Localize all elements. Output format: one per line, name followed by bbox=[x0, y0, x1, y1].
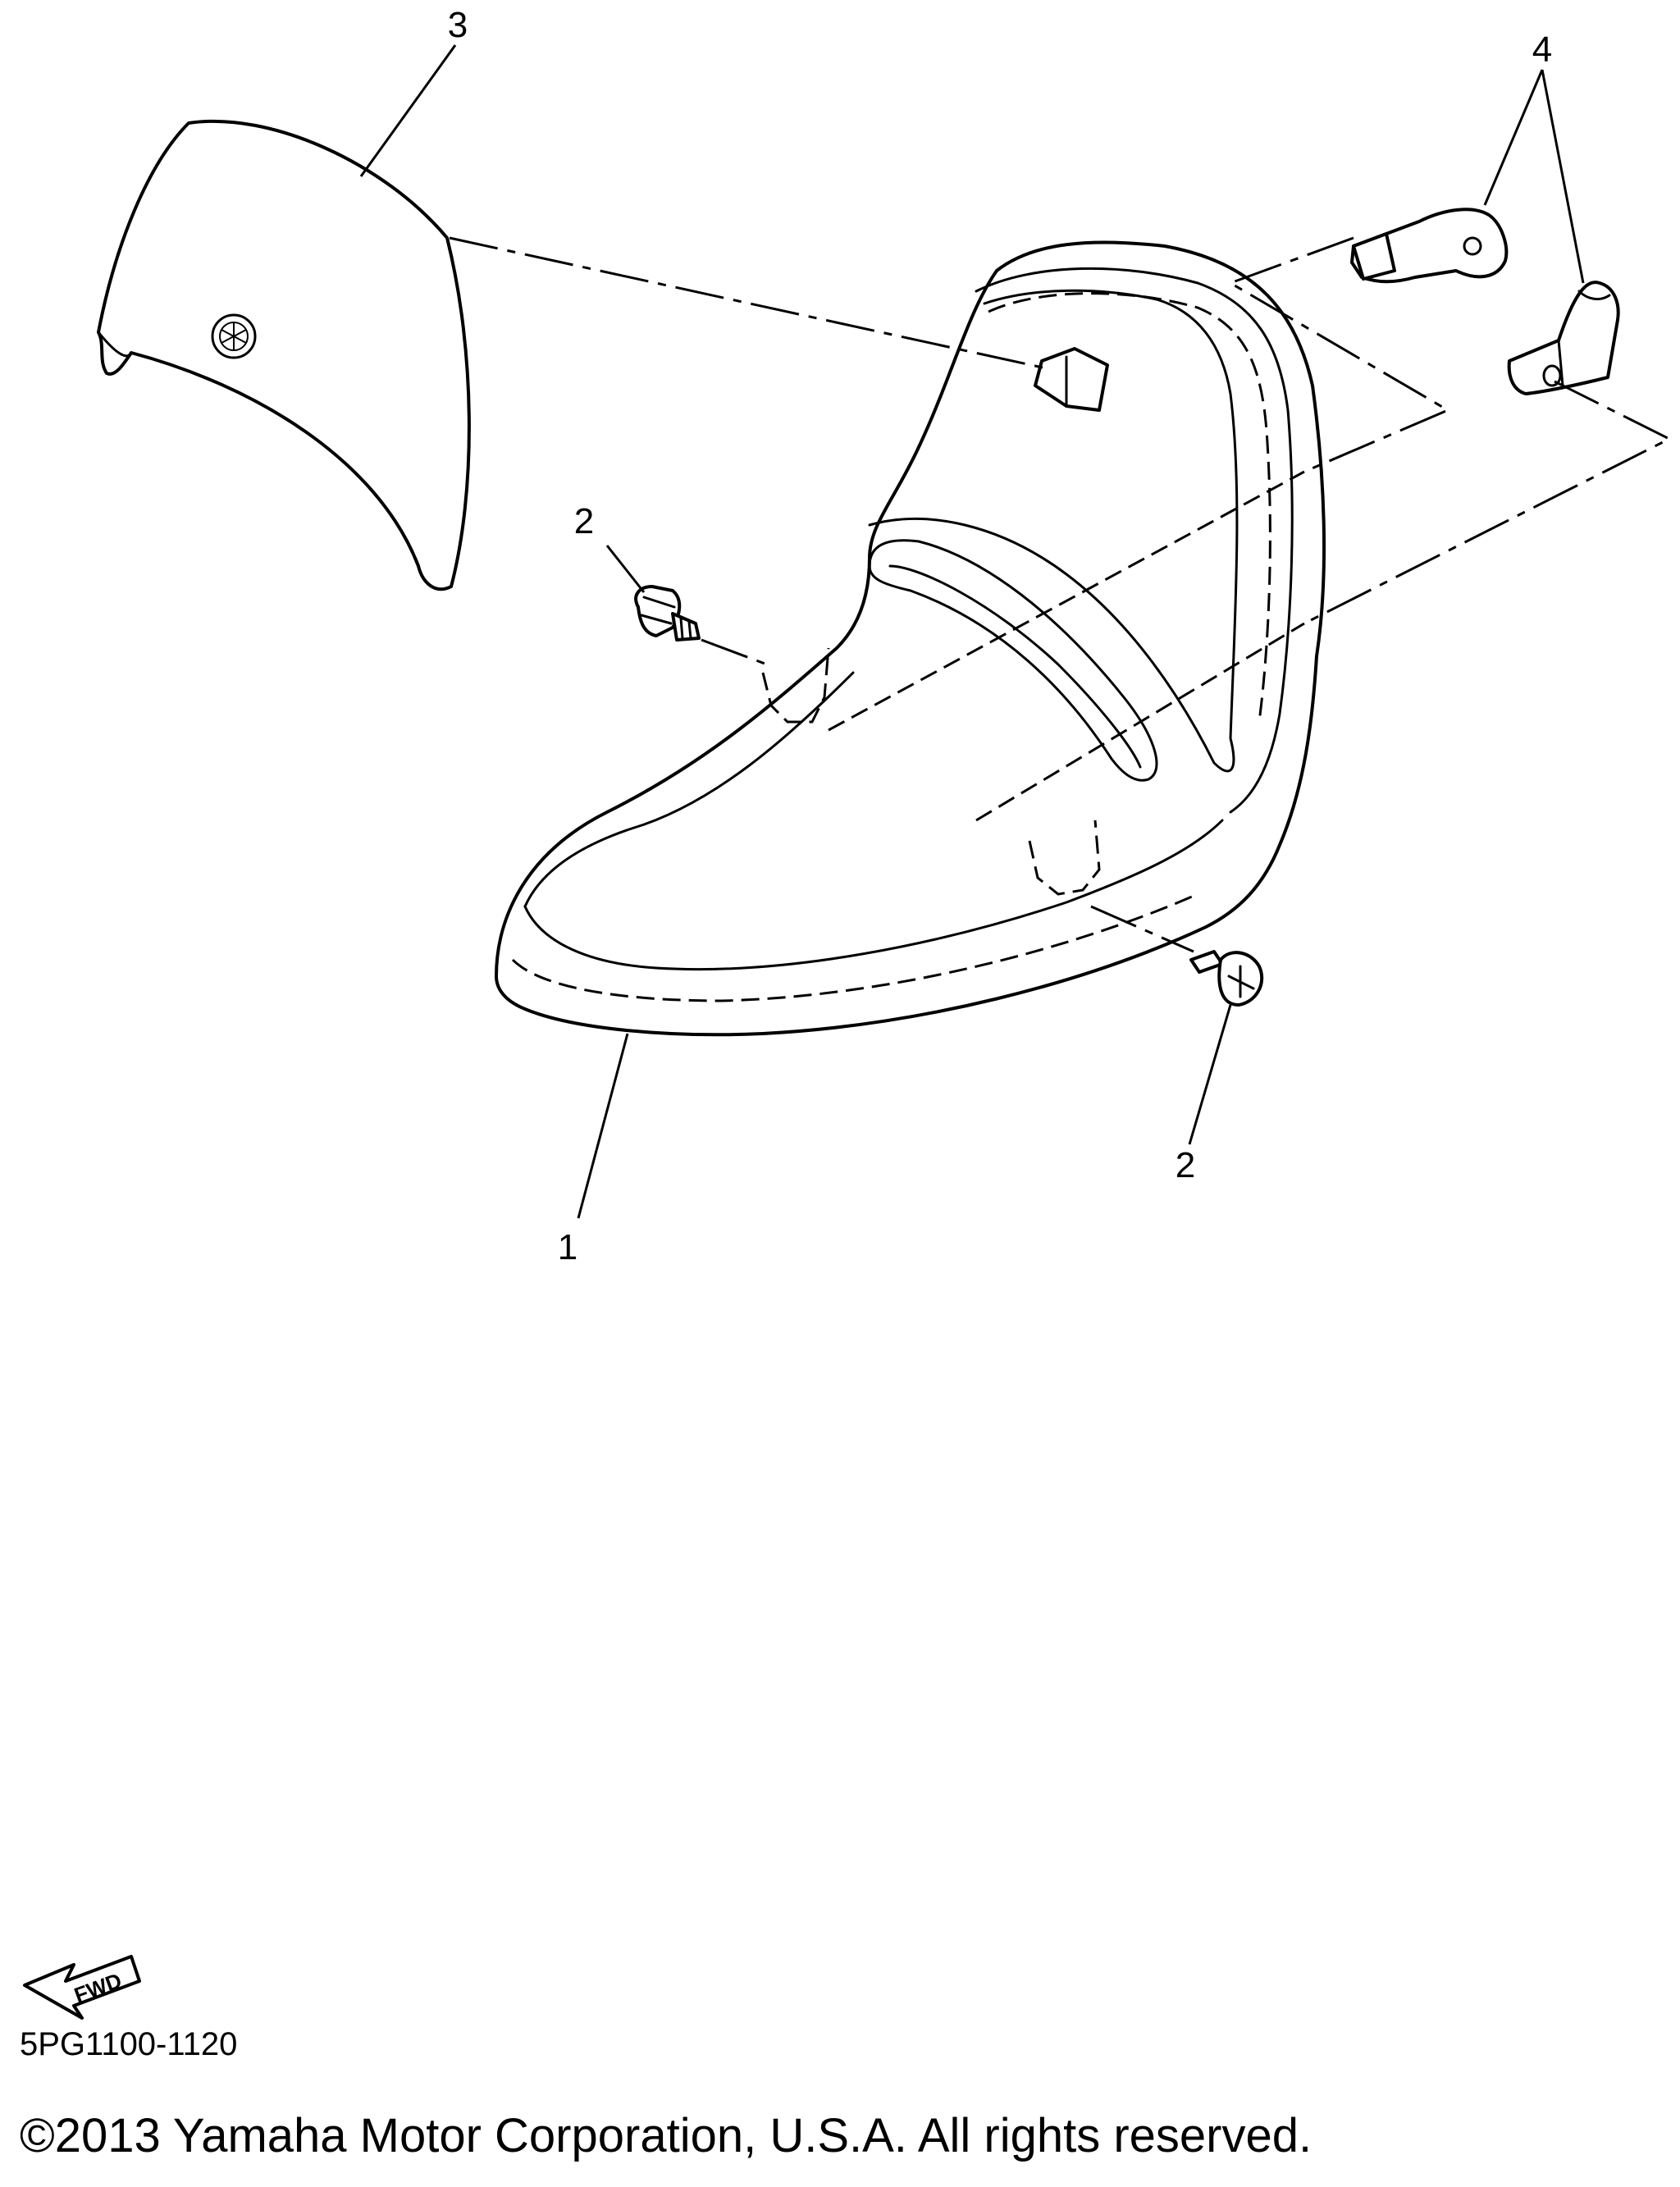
callout-bracket: 4 bbox=[1532, 30, 1552, 70]
callout-screw-left: 2 bbox=[574, 501, 594, 541]
seat bbox=[495, 240, 1326, 1037]
fwd-label: FWD bbox=[71, 1968, 125, 2007]
bracket-lower bbox=[1507, 281, 1620, 395]
seat-tag bbox=[1034, 347, 1109, 412]
callout-cover: 3 bbox=[448, 5, 468, 45]
forward-arrow-icon: FWD bbox=[23, 1955, 141, 2020]
leader-lines bbox=[359, 44, 1585, 1219]
callout-screw-right: 2 bbox=[1176, 1145, 1195, 1185]
bracket-upper bbox=[1350, 208, 1509, 284]
reference-code: 5PG1100-1120 bbox=[20, 2026, 238, 2062]
yamaha-emblem bbox=[211, 313, 257, 359]
assembly-lines bbox=[449, 236, 1673, 953]
seat-back-cover bbox=[97, 119, 471, 591]
callout-seat: 1 bbox=[558, 1227, 578, 1267]
screw-right bbox=[1189, 950, 1264, 1007]
copyright-notice: ©2013 Yamaha Motor Corporation, U.S.A. A… bbox=[20, 2109, 1312, 2162]
screw-left bbox=[634, 585, 701, 641]
